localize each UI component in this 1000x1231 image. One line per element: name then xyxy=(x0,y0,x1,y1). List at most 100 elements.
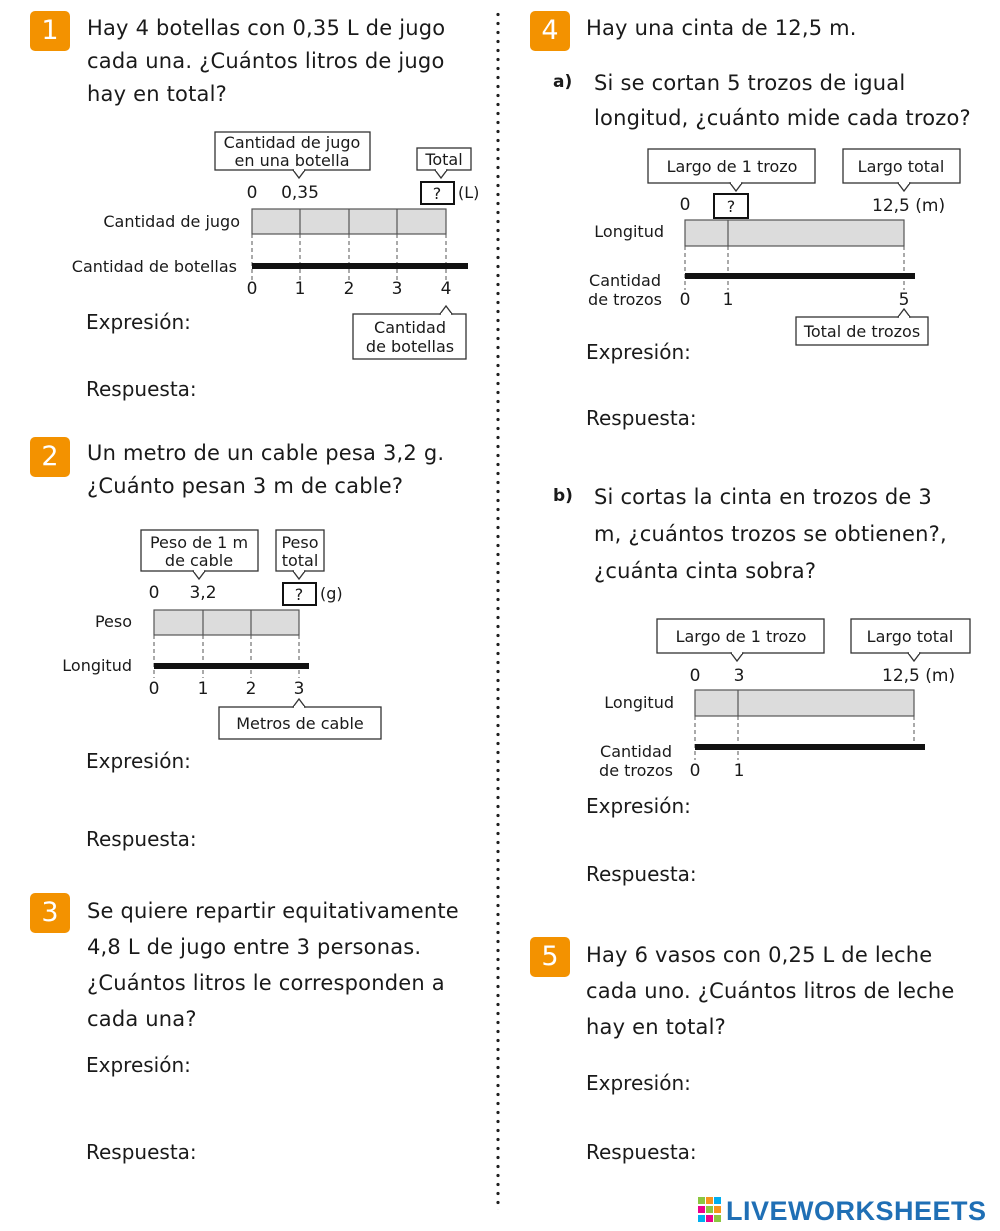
tick-label: 0 xyxy=(247,279,258,299)
callout-juice-per-bottle xyxy=(214,131,371,171)
exercise-3-question: Se quiere repartir equitativamente 4,8 L… xyxy=(87,899,459,1031)
top-zero-label: 0 xyxy=(680,195,691,215)
unit-label: (g) xyxy=(320,584,343,603)
callout-total-text: Total xyxy=(424,150,462,169)
answer-label: Respuesta: xyxy=(586,862,697,886)
subquestion-letter: b) xyxy=(553,486,573,506)
weight-bar xyxy=(153,609,300,636)
row-label-weight: Peso xyxy=(95,612,132,631)
svg-text:Peso de 1 m: Peso de 1 m xyxy=(150,533,248,552)
svg-text:Cantidad: Cantidad xyxy=(600,742,672,761)
tick-label: 2 xyxy=(344,279,355,299)
exercise-5-question: Hay 6 vasos con 0,25 L de leche cada uno… xyxy=(586,943,955,1039)
answer-label: Respuesta: xyxy=(586,1140,697,1164)
svg-text:de trozos: de trozos xyxy=(588,290,662,309)
svg-text:de trozos: de trozos xyxy=(599,761,673,780)
expression-input[interactable] xyxy=(190,745,460,775)
exercise-number-badge: 5 xyxy=(530,937,570,977)
top-zero-label: 0 xyxy=(149,583,160,603)
row-label-length: Longitud xyxy=(594,222,664,241)
svg-text:Cantidad: Cantidad xyxy=(589,271,661,290)
answer-input[interactable] xyxy=(200,823,470,853)
callout-total-pieces xyxy=(795,316,929,346)
callout-left-text: Largo de 1 trozo xyxy=(667,157,798,176)
row-label-bottles: Cantidad de botellas xyxy=(72,257,237,276)
callout-bottom-text-1: Cantidad xyxy=(374,318,446,337)
top-total-label: 12,5 (m) xyxy=(872,196,945,216)
answer-input[interactable] xyxy=(200,373,470,403)
liveworksheets-logo[interactable]: LIVEWORKSHEETS xyxy=(726,1196,987,1226)
callout-total-weight xyxy=(275,529,325,572)
expression-label: Expresión: xyxy=(86,310,191,334)
callout-left-text: Largo de 1 trozo xyxy=(676,627,807,646)
tick-label: 4 xyxy=(441,279,452,299)
unknown-mark: ? xyxy=(295,585,304,604)
top-zero-label: 0 xyxy=(690,666,701,686)
exercise-4b-question: Si cortas la cinta en trozos de 3 m, ¿cu… xyxy=(594,485,947,583)
callout-total-length xyxy=(850,618,971,654)
answer-input[interactable] xyxy=(700,1136,970,1166)
row-label-length: Longitud xyxy=(62,656,132,675)
tick-label: 1 xyxy=(734,761,745,781)
exercise-4-question: Hay una cinta de 12,5 m. xyxy=(586,16,857,40)
callout-piece-length xyxy=(647,148,816,184)
expression-input[interactable] xyxy=(690,1067,960,1097)
tick-label: 0 xyxy=(690,761,701,781)
callout-weight-per-meter xyxy=(140,529,259,572)
exercise-2-diagram: Peso de 1 m de cable Peso total 0 3,2 ? … xyxy=(62,529,382,740)
unknown-box xyxy=(420,181,455,205)
column-divider xyxy=(496,10,500,1210)
exercise-2-question: Un metro de un cable pesa 3,2 g. ¿Cuánto… xyxy=(87,441,445,498)
callout-cable-meters xyxy=(218,706,382,740)
row-label-juice: Cantidad de jugo xyxy=(103,212,240,231)
answer-input[interactable] xyxy=(700,402,970,432)
top-zero-label: 0 xyxy=(247,183,258,203)
subquestion-letter: a) xyxy=(553,72,573,92)
top-total-label: 12,5 (m) xyxy=(882,666,955,686)
exercise-number-badge: 4 xyxy=(530,11,570,51)
expression-input[interactable] xyxy=(690,336,960,366)
callout-bottle-count xyxy=(352,313,467,360)
expression-label: Expresión: xyxy=(86,1053,191,1077)
expression-label: Expresión: xyxy=(86,749,191,773)
callout-bottom-text-2: de botellas xyxy=(366,337,454,356)
expression-label: Expresión: xyxy=(586,340,691,364)
tick-label: 3 xyxy=(294,679,305,699)
answer-label: Respuesta: xyxy=(86,827,197,851)
tick-label: 0 xyxy=(149,679,160,699)
expression-label: Expresión: xyxy=(586,794,691,818)
exercise-number-badge: 3 xyxy=(30,893,70,933)
tick-label: 1 xyxy=(723,290,734,310)
svg-text:total: total xyxy=(282,551,319,570)
expression-label: Expresión: xyxy=(586,1071,691,1095)
tick-label: 2 xyxy=(246,679,257,699)
callout-piece-length xyxy=(656,618,825,654)
svg-text:Peso: Peso xyxy=(281,533,318,552)
unknown-mark: ? xyxy=(727,197,736,216)
top-value-label: 3,2 xyxy=(189,583,216,603)
tick-label: 3 xyxy=(392,279,403,299)
top-value-label: 0,35 xyxy=(281,183,319,203)
exercise-4b-diagram: Largo de 1 trozo Largo total 0 3 12,5 (m… xyxy=(599,618,971,781)
exercise-number-badge: 1 xyxy=(30,11,70,51)
unknown-mark: ? xyxy=(433,184,442,203)
tick-label: 5 xyxy=(899,290,910,310)
callout-total-length xyxy=(842,148,961,184)
liveworksheets-logo-icon xyxy=(698,1197,721,1222)
unknown-box xyxy=(713,193,749,219)
answer-label: Respuesta: xyxy=(586,406,697,430)
exercise-4a-diagram: Largo de 1 trozo Largo total 0 ? 12,5 (m… xyxy=(588,148,961,346)
unit-label: (L) xyxy=(458,183,479,202)
answer-input[interactable] xyxy=(200,1136,470,1166)
top-value-label: 3 xyxy=(734,666,745,686)
svg-text:de cable: de cable xyxy=(165,551,233,570)
expression-input[interactable] xyxy=(190,306,350,336)
tick-label: 1 xyxy=(198,679,209,699)
exercise-number-badge: 2 xyxy=(30,437,70,477)
callout-bottom-text: Total de trozos xyxy=(803,322,920,341)
answer-input[interactable] xyxy=(700,858,970,888)
expression-input[interactable] xyxy=(690,790,960,820)
exercise-4a-question: Si se cortan 5 trozos de igual longitud,… xyxy=(594,71,971,130)
expression-input[interactable] xyxy=(190,1049,460,1079)
